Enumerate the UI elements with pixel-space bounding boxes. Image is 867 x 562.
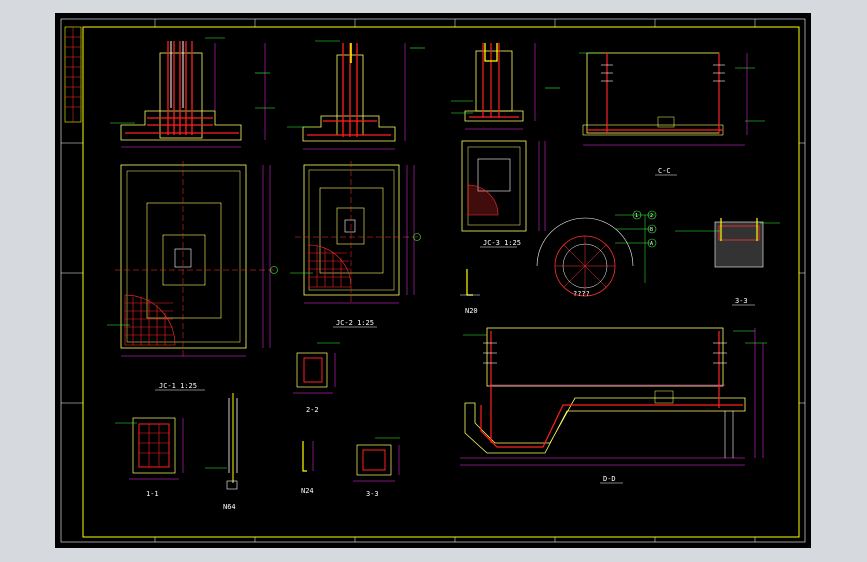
n24-title: N24 <box>301 487 314 495</box>
jc2-title: JC-2 1:25 <box>336 319 374 327</box>
n24-detail: N24 <box>301 441 314 495</box>
section-cc-title: C-C <box>658 167 671 175</box>
section-dd-title: D-D <box>603 475 616 483</box>
jc1-elevation <box>110 37 275 148</box>
section-cc: C-C <box>579 52 765 176</box>
cad-drawing-canvas[interactable]: JC-1 1:25 JC-2 1:25 <box>55 13 811 548</box>
section-11: 1-1 <box>115 417 184 498</box>
n20-detail: N20 <box>460 269 480 315</box>
section-33-bottom-title: 3-3 <box>366 490 379 498</box>
cad-drawing: JC-1 1:25 JC-2 1:25 <box>60 18 806 543</box>
title-strip-lines <box>65 27 81 122</box>
n64-title: N64 <box>223 503 236 511</box>
n20-title: N20 <box>465 307 478 315</box>
axis-label-b: B <box>650 227 653 233</box>
section-33-bottom: 3-3 <box>353 437 400 498</box>
circular-plan: 2 B A 1 ???? <box>536 210 657 298</box>
jc2-plan: JC-2 1:25 <box>290 161 421 328</box>
jc1-plan: JC-1 1:25 <box>107 161 278 391</box>
section-33-right: 3-3 <box>675 218 780 306</box>
jc3-title: JC-3 1:25 <box>483 239 521 247</box>
jc3-elevation <box>451 43 560 130</box>
n64-detail: N64 <box>205 393 238 511</box>
drawing-frame <box>82 26 800 538</box>
jc2-elevation <box>287 40 425 150</box>
section-22: 2-2 <box>293 342 340 414</box>
circular-plan-title: ???? <box>573 290 590 298</box>
section-11-title: 1-1 <box>146 490 159 498</box>
axis-label-1: 1 <box>635 213 638 219</box>
axis-label-2: 2 <box>650 213 653 219</box>
frame-ticks <box>61 19 805 542</box>
axis-label-a: A <box>650 241 653 247</box>
outer-border <box>60 18 806 543</box>
section-dd: D-D <box>460 327 767 484</box>
jc3-plan: JC-3 1:25 <box>461 140 546 248</box>
jc1-title: JC-1 1:25 <box>159 382 197 390</box>
section-33-right-title: 3-3 <box>735 297 748 305</box>
section-22-title: 2-2 <box>306 406 319 414</box>
